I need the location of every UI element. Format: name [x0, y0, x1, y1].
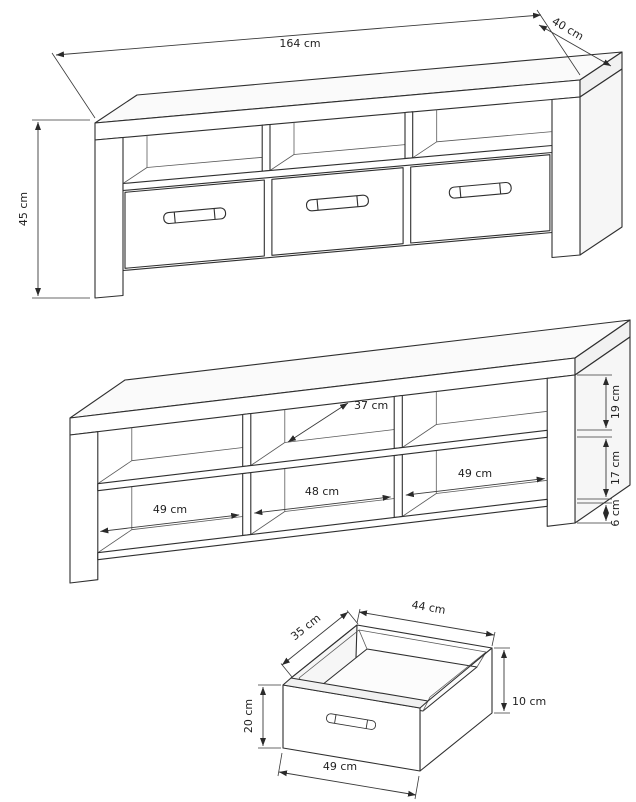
extension-lines: [280, 610, 359, 678]
left-leg-front: [69, 431, 99, 584]
dim-label-top-row-height: 19 cm: [609, 385, 622, 419]
drawer-front-left: [124, 179, 265, 269]
compartment-interior-middle: [270, 112, 405, 171]
dimension-line: [538, 24, 612, 67]
dimension-line-middle: [254, 494, 391, 516]
drawer-front-right: [410, 154, 551, 244]
view-assembled-stand: 164 cm 40 cm 45 cm: [17, 9, 623, 299]
dim-label-right-compartment: 49 cm: [458, 467, 492, 480]
right-side-face: [579, 68, 623, 256]
dim-label-front-height: 20 cm: [242, 699, 255, 733]
divider-right: [404, 111, 414, 160]
dim-label-height: 45 cm: [17, 192, 30, 226]
dim-label-width: 164 cm: [279, 37, 320, 50]
dim-label-compartment-depth: 37 cm: [354, 399, 388, 412]
dimension-height-45: 45 cm: [17, 119, 90, 299]
view-drawer-detail: 35 cm 44 cm 20 cm 10 cm 49 cm: [242, 598, 546, 800]
bottom-rail-edge: [122, 231, 553, 272]
extension-lines: [577, 374, 612, 524]
dimension-compartment-widths: 49 cm 48 cm 49 cm: [100, 467, 545, 534]
interior-lines: [412, 99, 552, 158]
drawer-front-panel-top-edge: [282, 677, 429, 709]
dimension-back-height-10: 10 cm: [494, 647, 546, 714]
extension-lines: [356, 608, 496, 647]
divider-left: [261, 123, 271, 172]
shelf-strip: [122, 144, 553, 192]
dim-label-depth: 40 cm: [550, 15, 586, 43]
dim-label-front-width: 49 cm: [323, 760, 357, 773]
left-leg-front: [94, 136, 124, 299]
divider-left-top: [242, 412, 252, 468]
dimension-line-right: [405, 476, 545, 498]
right-leg-front: [546, 374, 576, 527]
extension-lines: [32, 119, 90, 299]
divider-right-bottom: [393, 453, 403, 519]
dimension-compartment-depth-37: 37 cm: [287, 399, 388, 443]
dim-label-back-height: 10 cm: [512, 695, 546, 708]
dimension-line-left: [100, 512, 240, 534]
dim-label-middle-compartment: 48 cm: [305, 485, 339, 498]
dim-label-left-compartment: 49 cm: [153, 503, 187, 516]
dimension-line: [281, 611, 349, 666]
compartment-interior-left: [123, 125, 263, 184]
extension-lines: [494, 647, 510, 714]
interior-lines: [270, 112, 405, 171]
dimension-front-width-49: 49 cm: [277, 752, 420, 800]
dimension-line: [358, 610, 495, 637]
dim-label-back-width: 44 cm: [411, 598, 447, 617]
interior-lines: [123, 125, 263, 184]
drawer-front-middle: [271, 167, 404, 256]
divider-right-top: [393, 394, 403, 450]
bottom-panel-strip: [97, 498, 548, 561]
dimension-line: [278, 770, 417, 797]
dim-label-plinth-height: 6 cm: [609, 499, 622, 526]
dimension-front-height-20: 20 cm: [242, 684, 281, 749]
view-open-carcass: 37 cm 19 cm 17 cm 6 cm 49 cm 48 cm 49 cm: [69, 319, 631, 584]
drawer-inner-rim: [298, 629, 487, 712]
middle-shelf-strip: [97, 429, 548, 492]
divider-left-bottom: [242, 471, 252, 537]
dim-label-side-depth: 35 cm: [288, 611, 323, 643]
dim-label-bottom-row-height: 17 cm: [609, 451, 622, 485]
right-leg-front: [551, 96, 581, 259]
dimension-line: [55, 12, 542, 58]
dimension-right-stack: 19 cm 17 cm 6 cm: [577, 374, 622, 527]
compartment-interior-right: [412, 99, 552, 158]
dimension-back-width-44: 44 cm: [356, 598, 496, 647]
extension-lines: [258, 684, 281, 749]
dimension-line: [287, 402, 349, 443]
